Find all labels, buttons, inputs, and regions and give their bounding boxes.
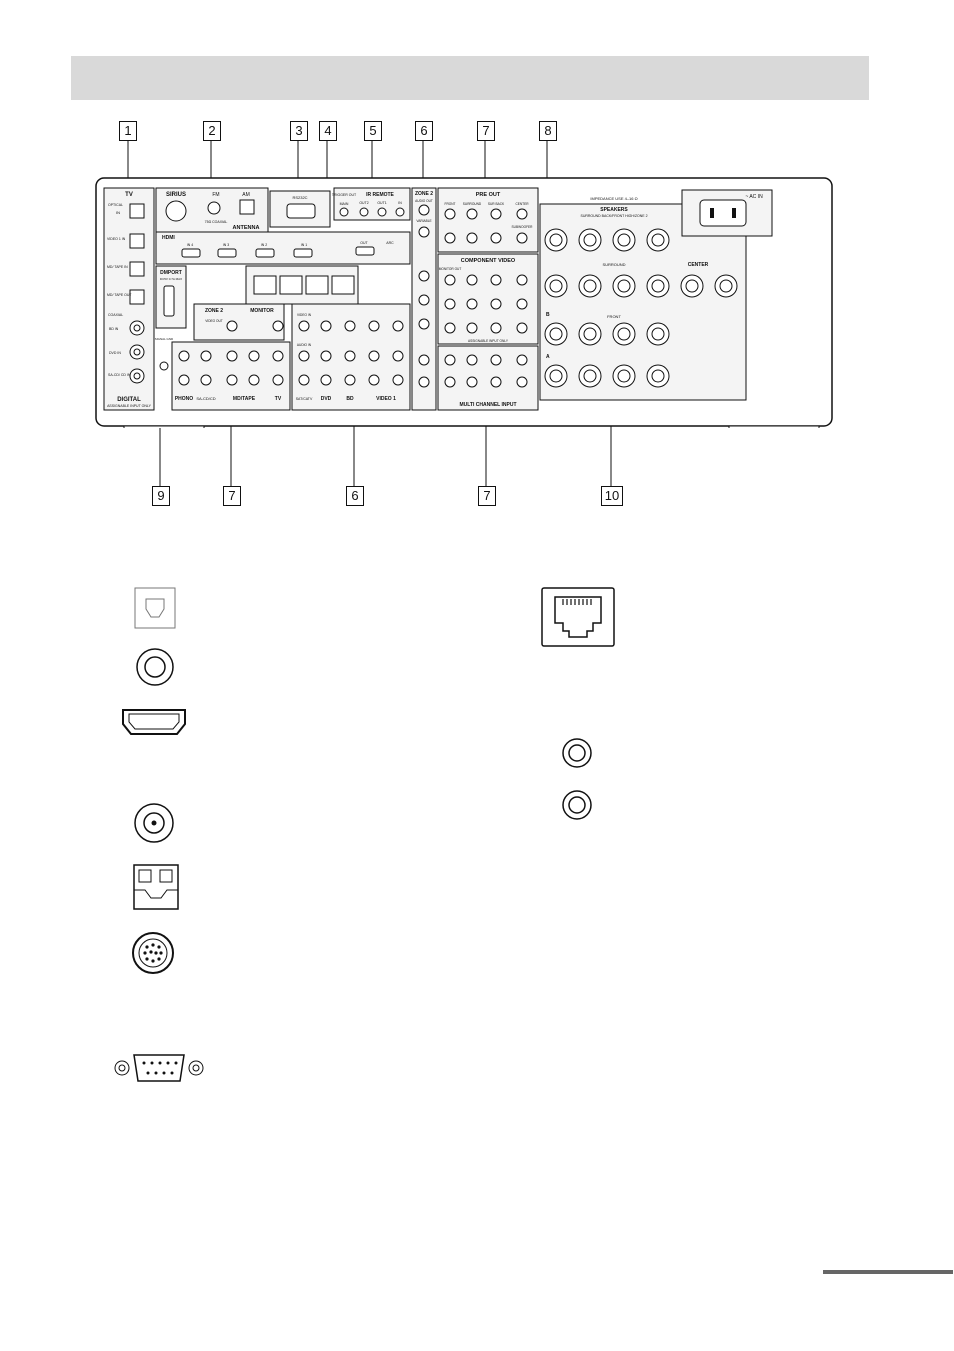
- sirius-icon: [132, 932, 174, 974]
- optical-icon: [134, 587, 176, 629]
- section-header-bar: [71, 56, 869, 100]
- label-variable: VARIABLE: [416, 219, 431, 223]
- label-multi-channel: MULTI CHANNEL INPUT: [459, 402, 516, 408]
- callout-7c: 7: [478, 486, 496, 506]
- rs232c-icon: [114, 1054, 204, 1082]
- label-surround-sp: SURROUND: [602, 262, 625, 267]
- coaxial-jack-icon: [136, 648, 174, 686]
- label-zone2-audio-out: AUDIO OUT: [415, 199, 433, 203]
- callout-3: 3: [290, 121, 308, 141]
- label-audio-in: AUDIO IN: [297, 343, 312, 347]
- label-tv: TV: [125, 192, 133, 198]
- label-hdmi-in3: IN 3: [223, 243, 229, 247]
- label-fm-ohm: 75Ω COAXIAL: [205, 220, 228, 224]
- callout-6: 6: [415, 121, 433, 141]
- antenna-coax-icon: [134, 803, 174, 843]
- continued-bar: [823, 1270, 953, 1274]
- label-video1-in: VIDEO 1 IN: [107, 237, 126, 241]
- callout-2: 2: [203, 121, 221, 141]
- label-ir-out2: OUT2: [359, 201, 368, 205]
- label-class-a: A: [546, 354, 550, 360]
- label-phono: PHONO: [175, 396, 193, 402]
- label-fm: FM: [212, 192, 219, 198]
- rear-panel-diagram: TV OPTICAL IN VIDEO 1 IN MD/ TAPE IN MD/…: [95, 177, 833, 428]
- label-dvd-in: DVD IN: [109, 351, 121, 355]
- label-bd: BD: [346, 396, 354, 402]
- callout-4: 4: [319, 121, 337, 141]
- label-pre-out: PRE OUT: [476, 192, 501, 198]
- label-hdmi-arc: ARC: [386, 241, 394, 245]
- label-sacd-cd: SA-CD/CD: [196, 396, 215, 401]
- label-tv-audio: TV: [275, 396, 282, 402]
- label-signal-gnd: SIGNAL GND: [155, 337, 174, 341]
- label-monitor-out: MONITOR OUT: [439, 267, 462, 271]
- label-pre-front: FRONT: [445, 202, 456, 206]
- label-mdtape-out: MD/ TAPE OUT: [107, 293, 132, 297]
- label-impedance: IMPEDANCE USE 4–16 Ω: [590, 196, 637, 201]
- hdmi-icon: [122, 709, 186, 735]
- label-trigger: TRIGGER OUT: [332, 193, 357, 197]
- am-antenna-icon: [133, 864, 179, 910]
- label-video1: VIDEO 1: [376, 396, 396, 402]
- label-pre-surround: SURROUND: [463, 202, 482, 206]
- label-optical-in: IN: [116, 210, 120, 215]
- label-optical: OPTICAL: [108, 203, 123, 207]
- label-hdmi-in4: IN 4: [187, 243, 193, 247]
- label-speakers-sub: SURROUND BACK/FRONT HIGH/ZONE 2: [580, 214, 647, 218]
- label-pre-subwoofer: SUBWOOFER: [512, 225, 534, 229]
- label-center-sp: CENTER: [688, 262, 709, 268]
- label-component-video: COMPONENT VIDEO: [461, 258, 516, 264]
- label-ac-in: ~ AC IN: [745, 194, 763, 200]
- label-monitor: MONITOR: [250, 308, 274, 314]
- label-video-in: VIDEO IN: [297, 313, 312, 317]
- label-digital-sub: ASSIGNABLE INPUT ONLY: [107, 404, 151, 408]
- callout-10: 10: [601, 486, 623, 506]
- label-hdmi: HDMI: [162, 235, 175, 241]
- label-hdmi-in1: IN 1: [301, 243, 307, 247]
- signal-jack-icon: [562, 738, 592, 768]
- lan-icon: [541, 587, 615, 647]
- label-ir-remote: IR REMOTE: [366, 192, 394, 198]
- callout-7: 7: [477, 121, 495, 141]
- label-ir-out1: OUT1: [377, 201, 386, 205]
- label-rs232c: RS232C: [292, 195, 307, 200]
- label-ir-in: IN: [398, 201, 402, 205]
- callout-8: 8: [539, 121, 557, 141]
- label-dmport: DMPORT: [160, 270, 182, 276]
- label-main: MAIN: [340, 202, 349, 206]
- label-coaxial: COAXIAL: [108, 313, 123, 317]
- label-dvd: DVD: [321, 396, 332, 402]
- label-dmport-sub: DC5V 0.7A MAX: [160, 277, 182, 281]
- label-sirius: SIRIUS: [166, 192, 186, 198]
- label-front-sp: FRONT: [607, 314, 621, 319]
- label-pre-surback: SUR BACK: [488, 202, 505, 206]
- callout-5: 5: [364, 121, 382, 141]
- label-am: AM: [242, 192, 250, 198]
- label-sat-catv: SAT/CATV: [296, 397, 313, 401]
- label-speakers: SPEAKERS: [600, 207, 628, 213]
- signal-jack-icon: [562, 790, 592, 820]
- label-zone2-video-out: VIDEO OUT: [205, 319, 223, 323]
- label-antenna: ANTENNA: [233, 225, 260, 231]
- label-zone2-video: ZONE 2: [205, 308, 223, 314]
- label-component-assignable: ASSIGNABLE INPUT ONLY: [468, 339, 509, 343]
- label-class-b: B: [546, 312, 550, 318]
- label-bd-in: BD IN: [109, 327, 119, 331]
- label-digital: DIGITAL: [117, 397, 141, 403]
- label-hdmi-in2: IN 2: [261, 243, 267, 247]
- label-zone2: ZONE 2: [415, 191, 433, 197]
- callout-9: 9: [152, 486, 170, 506]
- label-pre-center: CENTER: [515, 202, 529, 206]
- label-mdtape-in: MD/ TAPE IN: [107, 265, 128, 269]
- callout-7b: 7: [223, 486, 241, 506]
- label-hdmi-out: OUT: [360, 241, 368, 245]
- label-md-tape: MD/TAPE: [233, 396, 256, 402]
- label-sacd-in: SA-CD/ CD IN: [108, 373, 131, 377]
- callout-6b: 6: [346, 486, 364, 506]
